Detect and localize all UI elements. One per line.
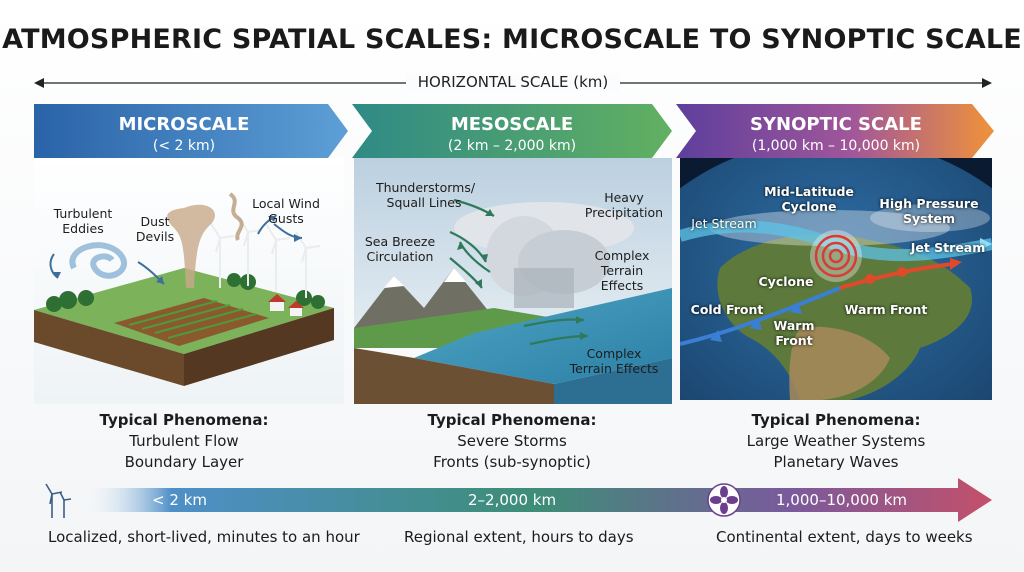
- synoptic-phenomenon-2: Planetary Waves: [773, 453, 899, 471]
- horizontal-scale-axis: HORIZONTAL SCALE (km): [34, 70, 992, 96]
- microscale-range: (< 2 km): [152, 138, 216, 154]
- mesoscale-banner: MESOSCALE (2 km – 2,000 km): [362, 104, 662, 158]
- scale-bar: < 2 km 2–2,000 km 1,000–10,000 km: [40, 478, 992, 522]
- microscale-banner-shape: [34, 104, 348, 158]
- synoptic-name: SYNOPTIC SCALE: [750, 114, 922, 135]
- bar-label-meso: 2–2,000 km: [468, 491, 557, 509]
- microscale-name: MICROSCALE: [118, 114, 250, 135]
- wind-turbine-icon: [45, 483, 72, 518]
- label-sea-breeze: Sea Breeze Circulation: [364, 234, 436, 264]
- synoptic-range: (1,000 km – 10,000 km): [751, 138, 921, 154]
- low-pressure-icon: [707, 483, 741, 517]
- microscale-description: Localized, short-lived, minutes to an ho…: [48, 528, 360, 546]
- synoptic-banner-shape: [676, 104, 994, 158]
- synoptic-description: Continental extent, days to weeks: [716, 528, 973, 546]
- label-warm-front-center: Warm Front: [773, 318, 815, 348]
- synoptic-banner: SYNOPTIC SCALE (1,000 km – 10,000 km): [686, 104, 986, 158]
- label-cold-front: Cold Front: [690, 302, 764, 317]
- label-jet-stream-left: Jet Stream: [691, 216, 757, 231]
- microscale-illustration: Turbulent Eddies Dust Devils Local Wind …: [34, 158, 344, 404]
- scale-bar-arrow: [80, 478, 992, 522]
- mesoscale-illustration: Thunderstorms/ Squall Lines Heavy Precip…: [354, 158, 672, 404]
- mesoscale-banner-shape: [352, 104, 672, 158]
- label-warm-front-right: Warm Front: [844, 302, 928, 317]
- mesoscale-landscape: [354, 158, 672, 404]
- microscale-phenomena: Typical Phenomena: Turbulent Flow Bounda…: [34, 410, 334, 473]
- mesoscale-phenomenon-2: Fronts (sub-synoptic): [433, 453, 591, 471]
- label-cyclone: Cyclone: [758, 274, 814, 289]
- synoptic-illustration: Mid-Latitude Cyclone High Pressure Syste…: [680, 158, 992, 400]
- mesoscale-phenomena: Typical Phenomena: Severe Storms Fronts …: [362, 410, 662, 473]
- microscale-phenomena-title: Typical Phenomena:: [99, 411, 269, 429]
- synoptic-phenomena: Typical Phenomena: Large Weather Systems…: [686, 410, 986, 473]
- axis-label: HORIZONTAL SCALE (km): [405, 73, 621, 91]
- label-mid-latitude-cyclone: Mid-Latitude Cyclone: [764, 184, 854, 214]
- mesoscale-description: Regional extent, hours to days: [404, 528, 634, 546]
- microscale-phenomenon-1: Turbulent Flow: [129, 432, 239, 450]
- synoptic-phenomenon-1: Large Weather Systems: [746, 432, 926, 450]
- label-local-wind-gusts: Local Wind Gusts: [252, 196, 320, 226]
- mesoscale-name: MESOSCALE: [450, 114, 574, 135]
- synoptic-globe: [680, 158, 992, 400]
- synoptic-phenomena-title: Typical Phenomena:: [751, 411, 921, 429]
- bar-label-synoptic: 1,000–10,000 km: [776, 491, 907, 509]
- bar-label-micro: < 2 km: [152, 491, 207, 509]
- label-complex-terrain-1: Complex Terrain Effects: [594, 248, 650, 293]
- mesoscale-phenomena-title: Typical Phenomena:: [427, 411, 597, 429]
- label-high-pressure-system: High Pressure System: [879, 196, 979, 226]
- microscale-banner: MICROSCALE (< 2 km): [34, 104, 334, 158]
- label-complex-terrain-2: Complex Terrain Effects: [569, 346, 659, 376]
- page-title: ATMOSPHERIC SPATIAL SCALES: MICROSCALE T…: [2, 24, 1022, 55]
- scale-banners: [34, 104, 994, 158]
- microscale-landscape: [34, 158, 344, 404]
- mesoscale-phenomenon-1: Severe Storms: [457, 432, 567, 450]
- label-jet-stream-right: Jet Stream: [910, 240, 986, 255]
- label-dust-devils: Dust Devils: [135, 214, 175, 244]
- label-heavy-precipitation: Heavy Precipitation: [584, 190, 664, 220]
- mesoscale-range: (2 km – 2,000 km): [447, 138, 577, 154]
- microscale-phenomenon-2: Boundary Layer: [124, 453, 244, 471]
- label-turbulent-eddies: Turbulent Eddies: [53, 206, 113, 236]
- label-thunderstorms: Thunderstorms/ Squall Lines: [376, 180, 476, 210]
